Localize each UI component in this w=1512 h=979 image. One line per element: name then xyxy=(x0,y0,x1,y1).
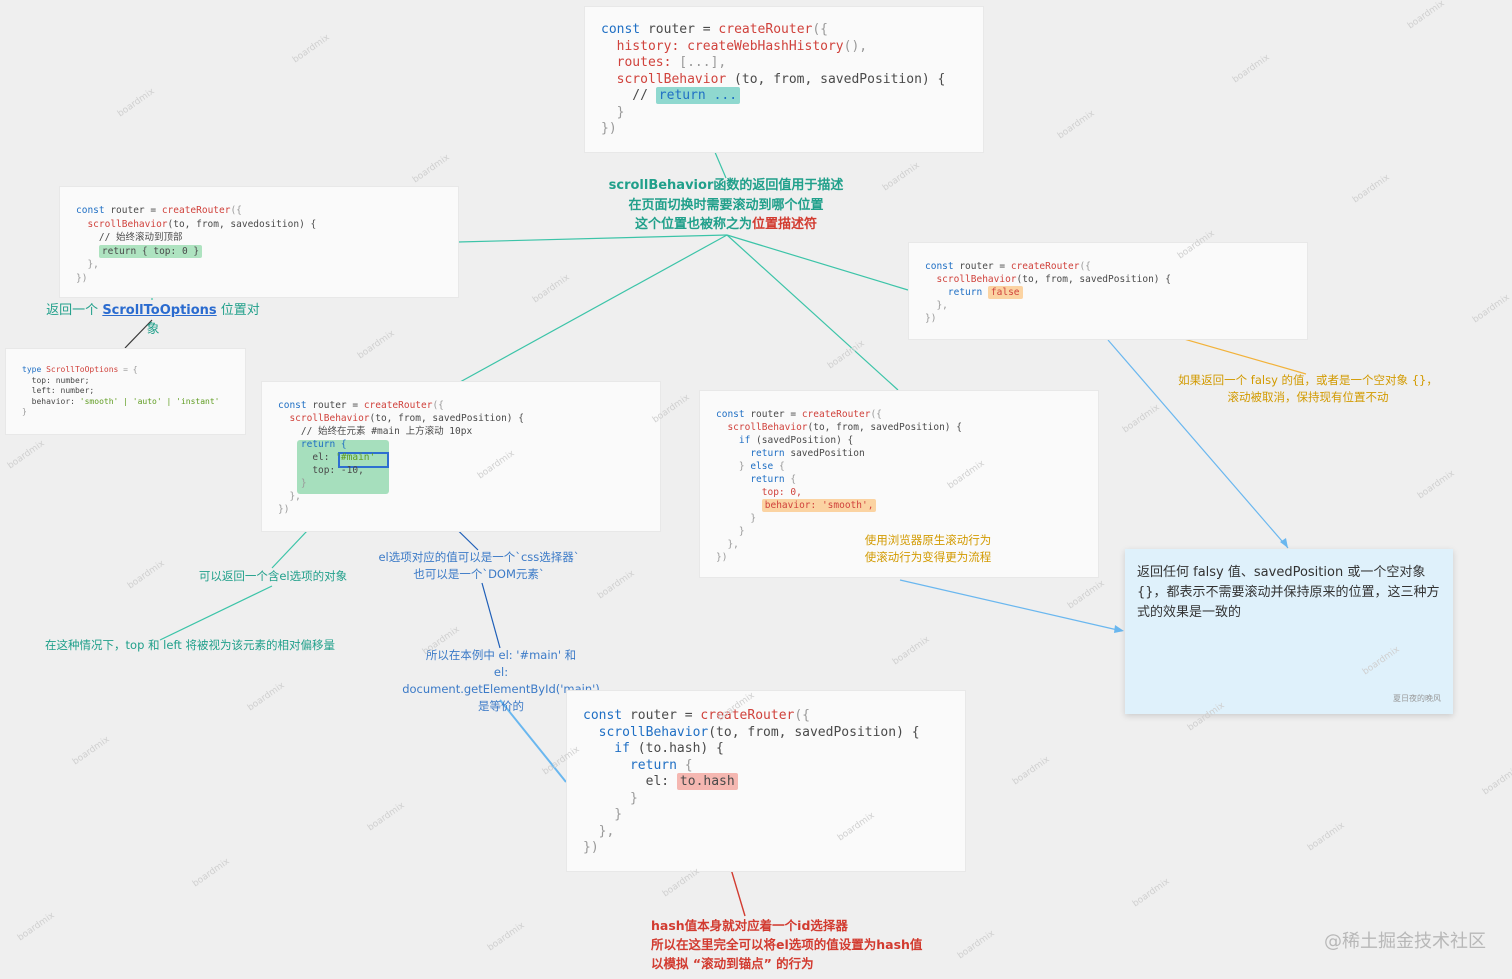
code-el: const router = createRouter({ scrollBeha… xyxy=(278,400,524,515)
connector-equiv-to-hash xyxy=(499,699,567,783)
connector-center-to-falsy xyxy=(726,234,909,291)
connector-elnote-to-offset xyxy=(159,585,273,641)
note-scroll-to-options: 返回一个 ScrollToOptions 位置对象 xyxy=(46,303,260,337)
connector-center-to-el xyxy=(459,234,728,383)
note-relative-offset: 在这种情况下，top 和 left 将被视为该元素的相对偏移量 xyxy=(45,638,335,652)
connector-center-to-left xyxy=(457,234,728,243)
footer-watermark: @稀土掘金技术社区 xyxy=(1324,931,1486,952)
note-position-descriptor: scrollBehavior函数的返回值用于描述 在页面切换时需要滚动到哪个位置… xyxy=(608,178,844,232)
connector-saved-to-summary xyxy=(899,579,1123,632)
connector-options-to-type xyxy=(124,319,153,349)
code-hash: const router = createRouter({ scrollBeha… xyxy=(583,708,920,855)
highlight-main-selector xyxy=(338,452,389,468)
connector-falsy-to-summary xyxy=(1107,339,1289,549)
code-card-scroll-top[interactable] xyxy=(59,186,459,298)
summary-sticky-note[interactable]: 返回任何 falsy 值、savedPosition 或一个空对象 {}，都表示… xyxy=(1125,549,1453,714)
code-top: const router = createRouter({ history: c… xyxy=(601,22,946,136)
note-smooth: 使用浏览器原生滚动行为 使滚动行为变得更为流程 xyxy=(864,533,992,564)
highlight-behavior-smooth: behavior: 'smooth', xyxy=(761,499,877,512)
code-card-top[interactable] xyxy=(584,6,984,153)
connector-selector-to-equiv xyxy=(481,582,501,649)
note-falsy: 如果返回一个 falsy 的值，或者是一个空对象 {}， 滚动被取消，保持现有位… xyxy=(1178,373,1438,404)
code-card-falsy[interactable] xyxy=(908,242,1308,340)
highlight-return-top: return { top: 0 } xyxy=(98,244,203,258)
highlight-to-hash: to.hash xyxy=(676,773,738,790)
summary-text: 返回任何 falsy 值、savedPosition 或一个空对象 {}，都表示… xyxy=(1137,565,1440,621)
note-el-option: 可以返回一个含el选项的对象 xyxy=(198,569,348,583)
code-falsy: const router = createRouter({ scrollBeha… xyxy=(925,261,1171,324)
code-scroll-top: const router = createRouter({ scrollBeha… xyxy=(76,205,317,284)
code-saved-position: const router = createRouter({ scrollBeha… xyxy=(716,409,962,563)
connector-center-to-saved xyxy=(726,234,899,391)
summary-signature: 夏日夜的晚风 xyxy=(1393,694,1441,703)
note-hash: hash值本身就对应着一个id选择器 所以在这里完全可以将el选项的值设置为ha… xyxy=(651,918,923,971)
highlight-return: return ... xyxy=(655,87,741,104)
note-equivalence: 所以在本例中 el: '#main' 和 el: document.getEle… xyxy=(402,648,600,713)
code-card-saved-position[interactable] xyxy=(699,390,1099,578)
scroll-to-options-link[interactable]: ScrollToOptions xyxy=(102,303,217,318)
highlight-false: false xyxy=(987,286,1023,299)
arrowhead-summary-top xyxy=(1280,538,1288,548)
note-el-selector: el选项对应的值可以是一个`css选择器` 也可以是一个`DOM元素` xyxy=(378,550,580,581)
code-card-hash[interactable] xyxy=(566,690,966,872)
code-card-type[interactable] xyxy=(5,348,246,435)
arrowhead-summary-left xyxy=(1114,625,1124,633)
code-type: type ScrollToOptions = { top: number; le… xyxy=(22,365,220,416)
kw-const: const xyxy=(601,22,641,37)
